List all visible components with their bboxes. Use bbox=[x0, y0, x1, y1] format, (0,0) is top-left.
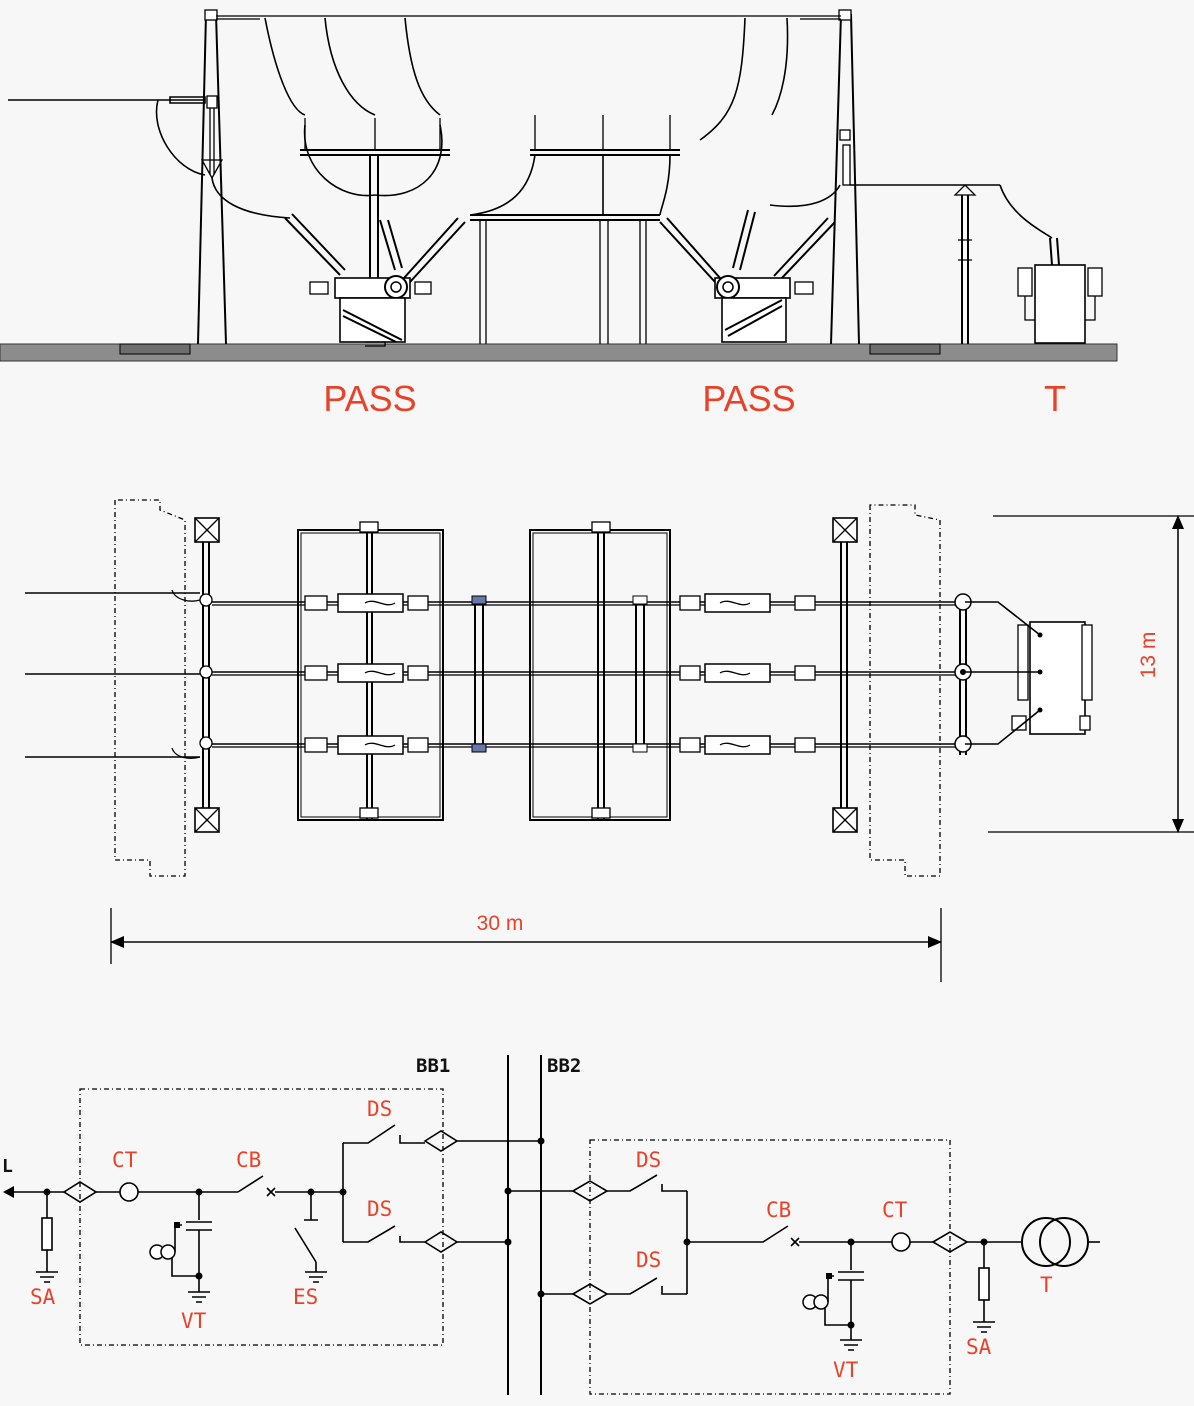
plan-frame-middle bbox=[529, 521, 671, 821]
earthing-switch-label: ES bbox=[293, 1285, 318, 1309]
dimension-30m-label: 30 m bbox=[477, 912, 524, 935]
right-ct-label: CT bbox=[882, 1198, 908, 1222]
surge-arrester-elevation bbox=[953, 184, 977, 344]
right-bay: DS DS CB VT CT bbox=[504, 1148, 1100, 1382]
plan-gantry-right bbox=[832, 517, 858, 833]
incoming-line bbox=[8, 96, 206, 104]
pass-module-left bbox=[284, 118, 466, 347]
right-ds-lower-label: DS bbox=[636, 1248, 661, 1272]
left-ds-lower-label: DS bbox=[367, 1197, 392, 1221]
right-vt-label: VT bbox=[833, 1358, 859, 1382]
plan-boundary-left bbox=[114, 499, 186, 877]
right-gantry-tower bbox=[830, 9, 860, 345]
right-surge-arrester-label: SA bbox=[966, 1335, 992, 1359]
plan-view: 13 m 30 m bbox=[25, 499, 1194, 982]
left-gantry-tower bbox=[197, 9, 227, 345]
ground-strip bbox=[0, 343, 1118, 362]
dimension-30m: 30 m bbox=[110, 908, 942, 982]
left-bay: L SA CT VT CB bbox=[2, 1097, 545, 1333]
busbar-label-bb1: BB1 bbox=[416, 1055, 450, 1077]
foundation-left bbox=[119, 343, 191, 355]
plan-frame-left bbox=[297, 521, 444, 821]
enclosure-left-bay bbox=[79, 1088, 444, 1346]
left-vt-label: VT bbox=[181, 1309, 207, 1333]
elevation-view: PASS PASS T bbox=[0, 9, 1118, 419]
dimension-13m-label: 13 m bbox=[1137, 632, 1160, 679]
plan-pass-units-right bbox=[679, 593, 816, 755]
pass-label-right: PASS bbox=[702, 378, 795, 419]
left-ct-label: CT bbox=[112, 1148, 138, 1172]
transformer-elevation bbox=[1017, 237, 1103, 344]
line-label: L bbox=[2, 1156, 13, 1177]
top-beam bbox=[216, 15, 841, 20]
busbar-support-middle bbox=[469, 115, 680, 344]
plan-pass-units-left bbox=[304, 593, 429, 755]
plan-transformer bbox=[965, 601, 1093, 745]
right-cb-label: CB bbox=[766, 1198, 791, 1222]
left-surge-arrester-label: SA bbox=[30, 1285, 56, 1309]
foundation-right bbox=[869, 343, 941, 355]
right-transformer-label: T bbox=[1040, 1273, 1053, 1297]
single-line-diagram: BB1 BB2 L SA CT bbox=[2, 1055, 1100, 1395]
pass-label-left: PASS bbox=[323, 378, 416, 419]
plan-surge-arresters bbox=[954, 593, 972, 755]
busbars: BB1 BB2 bbox=[416, 1055, 581, 1395]
pass-module-right bbox=[659, 209, 836, 343]
enclosure-right-bay bbox=[589, 1139, 951, 1395]
busbar-label-bb2: BB2 bbox=[547, 1055, 581, 1077]
transformer-label-elevation: T bbox=[1044, 378, 1066, 419]
dimension-13m: 13 m bbox=[988, 515, 1194, 833]
plan-boundary-right bbox=[869, 504, 941, 877]
left-ds-upper-label: DS bbox=[367, 1097, 392, 1121]
right-ds-upper-label: DS bbox=[636, 1148, 661, 1172]
left-cb-label: CB bbox=[236, 1148, 261, 1172]
